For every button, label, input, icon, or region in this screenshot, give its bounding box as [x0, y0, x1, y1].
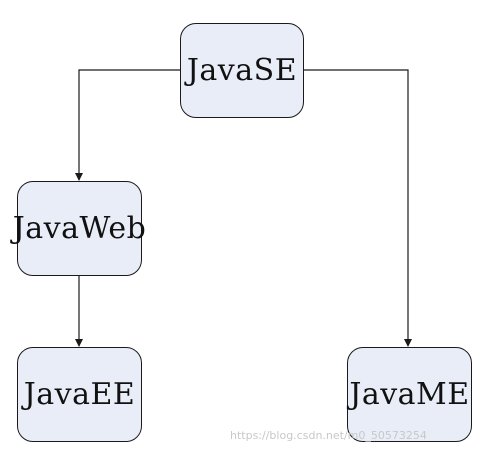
node-javaee-label: JavaEE	[23, 377, 136, 412]
node-javase: JavaSE	[180, 23, 304, 118]
node-javaweb-label: JavaWeb	[12, 211, 147, 246]
node-javaee: JavaEE	[17, 347, 142, 442]
node-javase-label: JavaSE	[186, 53, 298, 88]
edge-javase-to-javame	[304, 69, 412, 347]
node-javame: JavaME	[347, 347, 472, 442]
edge-javase-to-javaweb	[75, 69, 180, 181]
node-javame-label: JavaME	[349, 377, 470, 412]
node-javaweb: JavaWeb	[13, 181, 146, 276]
watermark: https://blog.csdn.net/m0_50573254	[230, 429, 427, 442]
